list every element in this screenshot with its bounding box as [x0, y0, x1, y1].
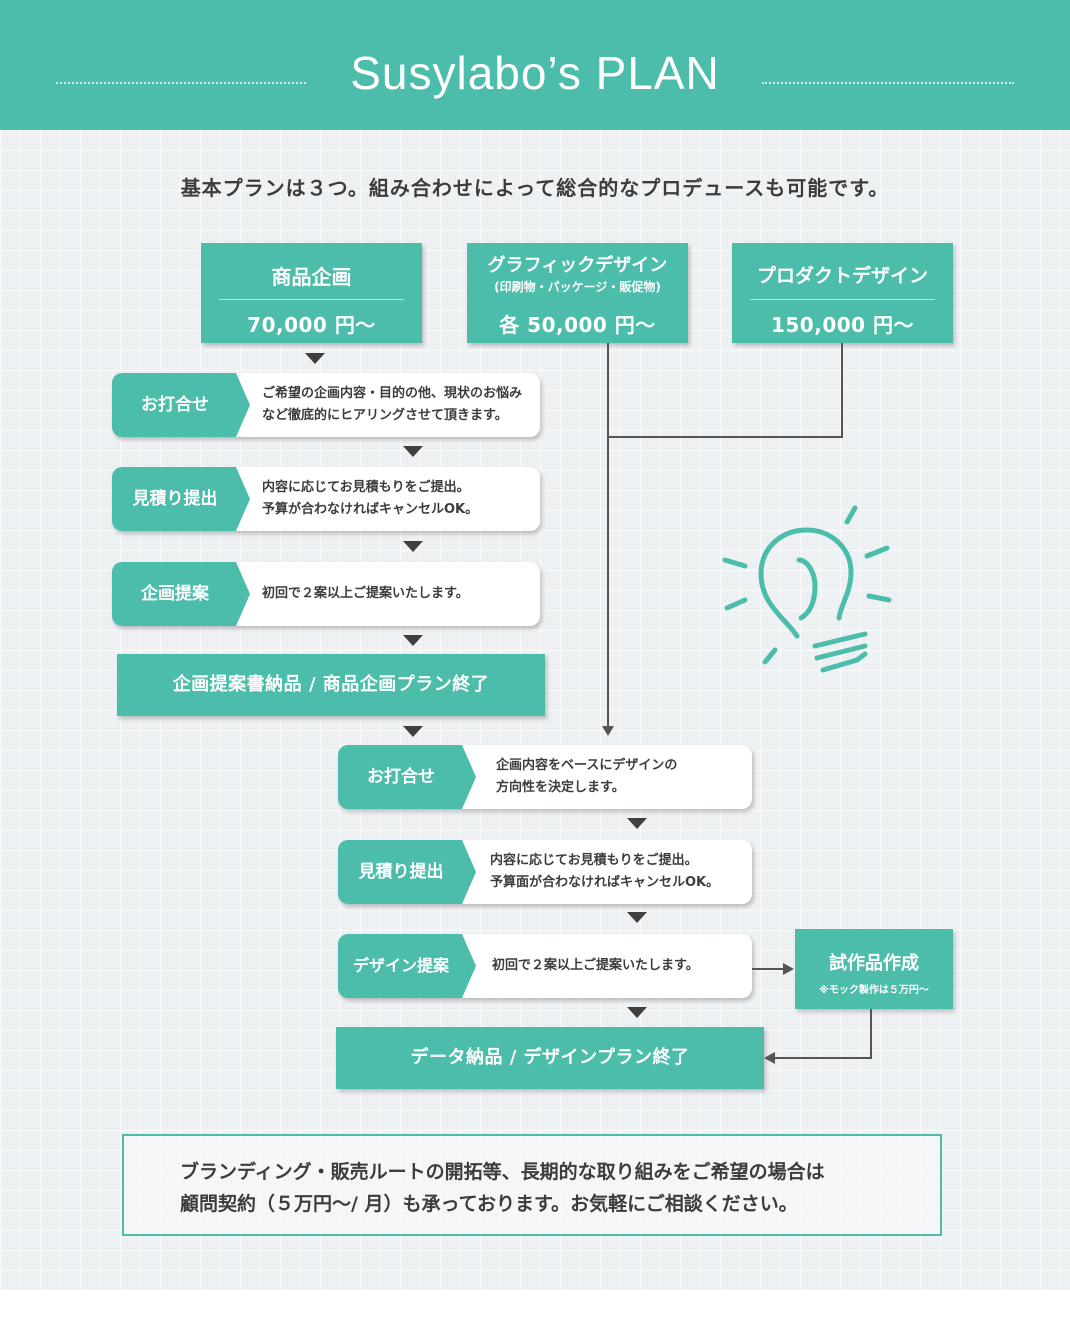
plan-name: グラフィックデザイン	[487, 255, 668, 276]
lightbulb-icon	[722, 505, 892, 673]
flow-arrow-icon	[627, 818, 647, 829]
page-title: Susylabo’s PLAN	[350, 47, 720, 99]
step-description: 企画内容をベースにデザインの方向性を決定します。	[496, 745, 742, 809]
prototype-note: ※モック製作は５万円〜	[819, 985, 929, 996]
plan-price: 150,000 円〜	[770, 313, 915, 337]
connector-arrowhead	[764, 1052, 775, 1064]
flow-arrow-icon	[627, 912, 647, 923]
step-desc-line: など徹底的にヒアリングさせて頂きます。	[262, 408, 508, 423]
flow-arrow-icon	[403, 635, 423, 646]
design-end-bar: データ納品 / デザインプラン終了	[336, 1027, 764, 1089]
planning-step-estimate: 見積り提出 内容に応じてお見積もりをご提出。予算が合わなければキャンセルOK。	[112, 467, 540, 531]
plan-price: 70,000 円〜	[247, 313, 376, 337]
plan-subtitle: (印刷物・パッケージ・販促物)	[494, 280, 661, 294]
planning-end-bar: 企画提案書納品 / 商品企画プラン終了	[117, 654, 545, 716]
plan-name: プロダクトデザイン	[756, 265, 928, 287]
step-label-tag: 見積り提出	[112, 467, 250, 531]
flow-arrow-icon	[305, 353, 325, 364]
step-label: 企画提案	[141, 584, 209, 604]
design-step-proposal: デザイン提案 初回で２案以上ご提案いたします。	[338, 934, 752, 998]
header-divider-right	[762, 82, 1014, 84]
header-divider-left	[56, 82, 306, 84]
step-label-tag: 見積り提出	[338, 840, 476, 904]
connector-product-vertical	[841, 343, 843, 438]
note-line: 顧問契約（５万円〜/ 月）も承っております。お気軽にご相談ください。	[180, 1193, 798, 1215]
step-desc-line: 初回で２案以上ご提案いたします。	[262, 586, 469, 601]
step-desc-line: 内容に応じてお見積もりをご提出。	[262, 480, 470, 495]
plan-name: 商品企画	[271, 265, 352, 289]
step-label: お打合せ	[367, 767, 435, 787]
step-label-tag: お打合せ	[112, 373, 250, 437]
connector-prototype-horizontal	[774, 1057, 872, 1059]
step-description: 初回で２案以上ご提案いたします。	[262, 562, 530, 626]
step-label: 見積り提出	[358, 862, 444, 882]
step-desc-line: 予算が合わなければキャンセルOK。	[262, 502, 479, 517]
intro-text: 基本プランは３つ。組み合わせによって総合的なプロデュースも可能です。	[180, 176, 890, 200]
step-description: 内容に応じてお見積もりをご提出。予算面が合わなければキャンセルOK。	[490, 840, 742, 904]
design-step-meeting: お打合せ 企画内容をベースにデザインの方向性を決定します。	[338, 745, 752, 809]
step-label-tag: デザイン提案	[338, 934, 476, 998]
plan-graphic-design: グラフィックデザイン (印刷物・パッケージ・販促物) 各 50,000 円〜	[467, 243, 688, 343]
step-desc-line: 方向性を決定します。	[496, 780, 625, 795]
connector-prototype-vertical	[870, 1009, 872, 1059]
plan-price: 各 50,000 円〜	[499, 313, 656, 337]
flow-arrow-icon	[403, 541, 423, 552]
step-desc-line: 初回で２案以上ご提案いたします。	[492, 958, 699, 973]
plan-product-planning: 商品企画 70,000 円〜	[201, 243, 422, 343]
connector-product-horizontal	[607, 436, 843, 438]
connector-graphic-vertical	[607, 343, 609, 727]
consulting-note: ブランディング・販売ルートの開拓等、長期的な取り組みをご希望の場合は 顧問契約（…	[122, 1134, 942, 1236]
step-desc-line: 企画内容をベースにデザインの	[496, 758, 678, 773]
prototype-box: 試作品作成 ※モック製作は５万円〜	[795, 929, 953, 1009]
step-label: お打合せ	[141, 395, 209, 415]
plan-divider	[750, 299, 935, 300]
step-description: 初回で２案以上ご提案いたします。	[492, 934, 742, 998]
step-label-tag: 企画提案	[112, 562, 250, 626]
prototype-title: 試作品作成	[829, 953, 919, 974]
plan-divider	[219, 299, 404, 300]
connector-arrowhead	[602, 726, 614, 736]
step-label: 見積り提出	[132, 489, 218, 509]
design-step-estimate: 見積り提出 内容に応じてお見積もりをご提出。予算面が合わなければキャンセルOK。	[338, 840, 752, 904]
flow-arrow-icon	[627, 1007, 647, 1018]
note-line: ブランディング・販売ルートの開拓等、長期的な取り組みをご希望の場合は	[180, 1161, 825, 1183]
connector-arrowhead	[783, 963, 794, 975]
planning-step-proposal: 企画提案 初回で２案以上ご提案いたします。	[112, 562, 540, 626]
step-desc-line: 内容に応じてお見積もりをご提出。	[490, 853, 698, 868]
header-banner: Susylabo’s PLAN	[0, 0, 1070, 130]
flow-arrow-icon	[403, 726, 423, 737]
flow-arrow-icon	[403, 446, 423, 457]
step-desc-line: 予算面が合わなければキャンセルOK。	[490, 875, 720, 890]
connector-to-prototype	[752, 968, 784, 970]
step-label: デザイン提案	[352, 956, 449, 975]
step-desc-line: ご希望の企画内容・目的の他、現状のお悩み	[262, 386, 523, 401]
step-description: 内容に応じてお見積もりをご提出。予算が合わなければキャンセルOK。	[262, 467, 530, 531]
planning-step-meeting: お打合せ ご希望の企画内容・目的の他、現状のお悩みなど徹底的にヒアリングさせて頂…	[112, 373, 540, 437]
step-label-tag: お打合せ	[338, 745, 476, 809]
plan-product-design: プロダクトデザイン 150,000 円〜	[732, 243, 953, 343]
step-description: ご希望の企画内容・目的の他、現状のお悩みなど徹底的にヒアリングさせて頂きます。	[262, 373, 530, 437]
